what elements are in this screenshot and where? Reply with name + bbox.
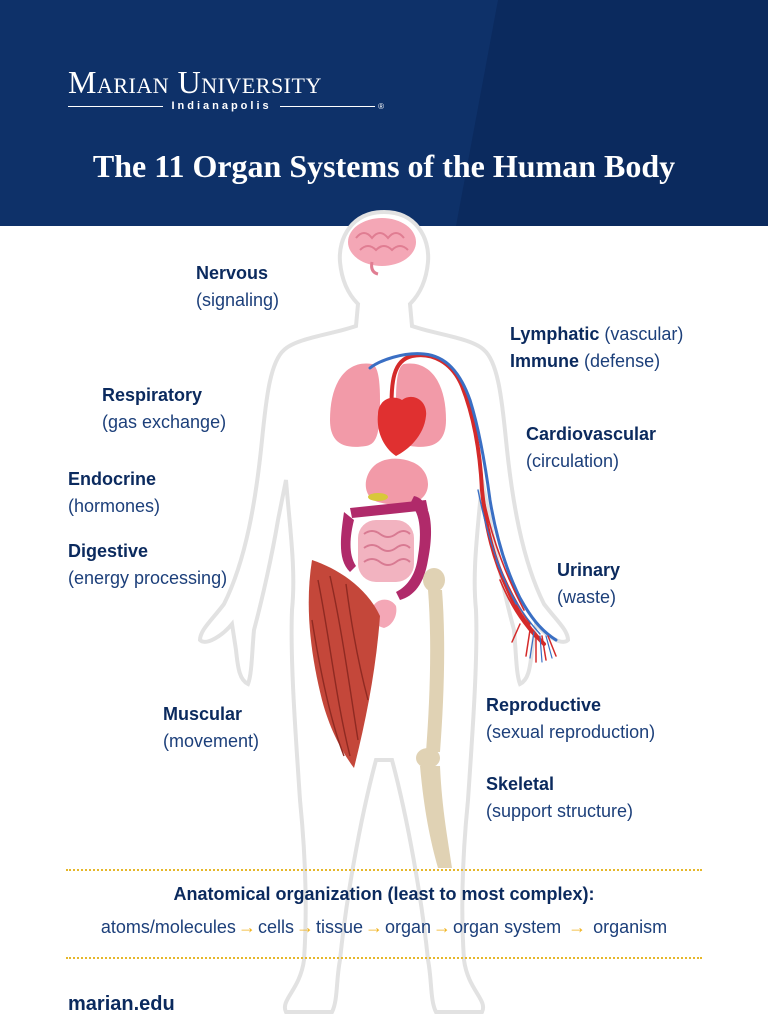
arrow-right-icon: → [364,917,383,937]
brand-subtitle-row: Indianapolis ® [68,100,384,112]
logo-rule-left [68,105,164,107]
system-desc: (waste) [557,587,617,607]
system-name: Reproductive [486,695,602,715]
org-step: atoms/molecules [100,917,236,937]
system-cardiovascular: Cardiovascular (circulation) [526,421,656,475]
system-name: Endocrine [68,469,157,489]
arrow-right-icon: → [433,917,452,937]
org-step: cells [257,917,294,937]
dotted-divider-top [66,869,702,871]
system-desc: (movement) [163,731,260,751]
intestines-illustration [340,496,432,600]
blood-vessels [368,352,558,663]
system-name: Digestive [68,541,149,561]
arrow-right-icon: → [295,917,314,937]
system-desc: (circulation) [526,451,620,471]
registered-mark: ® [378,101,384,111]
system-desc: (signaling) [196,290,280,310]
system-desc: (hormones) [68,496,161,516]
system-lymphatic-immune: Lymphatic (vascular) Immune (defense) [510,321,683,375]
system-name: Immune [510,351,580,371]
system-desc: (sexual reproduction) [486,722,656,742]
page-title: The 11 Organ Systems of the Human Body [92,148,676,184]
system-skeletal: Skeletal (support structure) [486,771,633,825]
system-name: Lymphatic [510,324,600,344]
brand-subtitle: Indianapolis [171,100,272,112]
system-muscular: Muscular (movement) [163,701,259,755]
brand-name: Marian University [68,64,322,100]
organization-chain: atoms/molecules→cells→tissue→organ→organ… [0,917,768,938]
brain-illustration [348,218,416,276]
system-urinary: Urinary (waste) [557,557,620,611]
logo-rule-right [279,105,376,107]
system-desc: (vascular) [604,324,684,344]
human-body-figure [197,209,571,1014]
system-digestive: Digestive (energy processing) [68,538,227,592]
header-banner: Marian University Indianapolis ® The 11 … [0,0,768,226]
organization-title: Anatomical organization (least to most c… [173,884,595,904]
gallbladder-illustration [368,493,388,501]
system-desc: (energy processing) [68,568,228,588]
system-name: Nervous [196,263,269,283]
org-step: organism [593,917,668,937]
arrow-right-icon: → [563,917,592,937]
system-respiratory: Respiratory (gas exchange) [102,382,226,436]
org-step: tissue [315,917,363,937]
system-reproductive: Reproductive (sexual reproduction) [486,692,655,746]
leg-bones-illustration [416,568,452,868]
system-name: Skeletal [486,774,555,794]
system-desc: (support structure) [486,801,634,821]
header-shade [0,0,498,226]
system-name: Muscular [163,704,243,724]
system-name: Urinary [557,560,621,580]
system-name: Cardiovascular [526,424,657,444]
org-step: organ [384,917,432,937]
system-desc: (gas exchange) [102,412,227,432]
system-endocrine: Endocrine (hormones) [68,466,160,520]
org-step: organ system [453,917,562,937]
arrow-right-icon: → [237,917,256,937]
dotted-divider-bottom [66,957,702,959]
thigh-muscle-illustration [308,560,380,768]
system-name: Respiratory [102,385,203,405]
footer-url-link[interactable]: marian.edu [68,993,175,1015]
system-desc: (defense) [584,351,661,371]
system-nervous: Nervous (signaling) [196,260,279,314]
university-logo[interactable]: Marian University Indianapolis ® [68,64,384,112]
heart-illustration [377,396,427,456]
